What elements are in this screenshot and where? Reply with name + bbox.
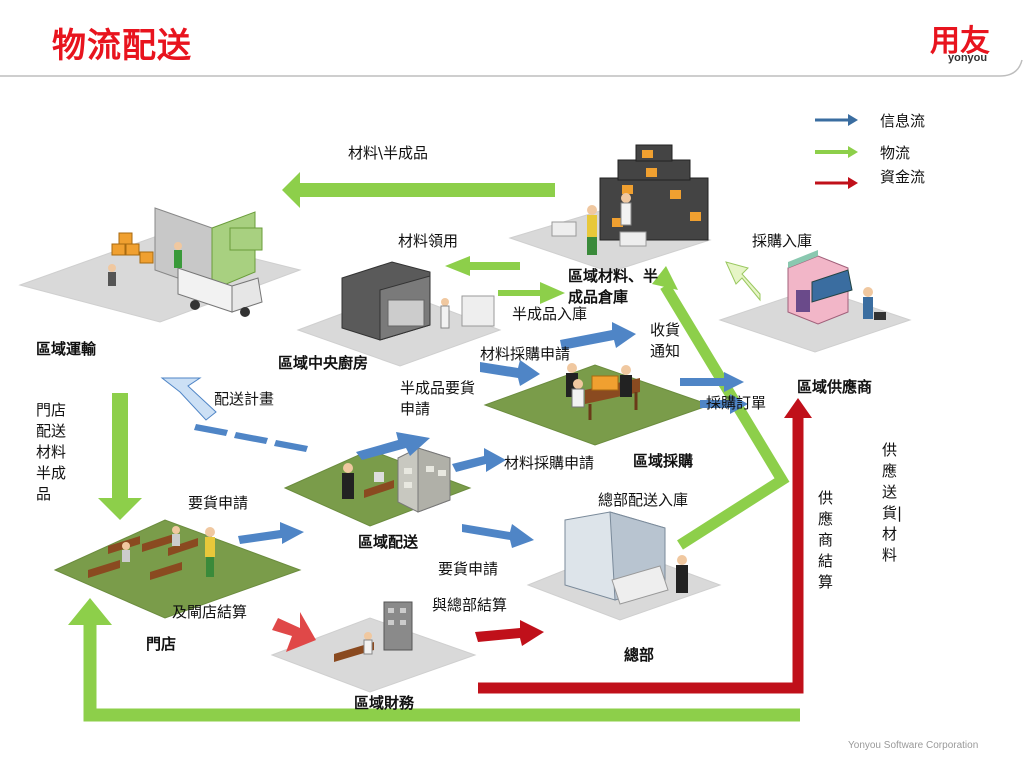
flow-label-hq-settle: 與總部結算 xyxy=(432,596,508,614)
flow-label-store-delivery: 門店配送材料半成品 xyxy=(36,401,67,503)
arrow-finance-to-hq xyxy=(475,620,544,646)
finance-building-icon xyxy=(383,601,413,651)
node-label-finance: 區域財務 xyxy=(354,694,415,712)
businessman-icon xyxy=(620,365,632,397)
arrow-kitchen-to-warehouse xyxy=(498,282,565,304)
flow-label-purchase-order: 採購訂單 xyxy=(706,394,767,412)
arrow-store-settle xyxy=(272,612,316,652)
arrow-material-purchase-req xyxy=(452,448,506,472)
flow-label-material-purchase-req-1: 材料採購申請 xyxy=(480,345,571,363)
arrow-hq-to-supplier-head xyxy=(784,398,812,418)
arrow-transport-to-store xyxy=(98,393,142,520)
node-label-store: 門店 xyxy=(146,635,177,653)
arrow-materials-to-transport xyxy=(282,172,555,208)
legend-info-arrow xyxy=(815,114,858,126)
node-label-kitchen: 區域中央廚房 xyxy=(278,354,369,372)
flow-label-semi-request: 半成品要貨申請 xyxy=(400,379,476,418)
legend-info-label: 信息流 xyxy=(880,112,926,130)
office-building-icon xyxy=(397,447,451,513)
arrow-purchase-order xyxy=(700,394,748,414)
warehouse-shelves-icon xyxy=(599,144,709,241)
arrow-loop-to-store xyxy=(83,625,800,722)
flow-label-store-settle: 及閘店結算 xyxy=(172,603,248,621)
flow-label-material-purchase-req-2: 材料採購申請 xyxy=(504,454,595,472)
legend-funds-arrow xyxy=(815,177,858,189)
flow-label-supplier-ship: 供應送貨|材料 xyxy=(882,441,903,564)
legend-logistics-label: 物流 xyxy=(880,144,911,162)
arrow-loop-to-store-head xyxy=(68,598,112,625)
node-label-hq: 總部 xyxy=(624,646,655,664)
worker-icon xyxy=(440,298,450,329)
flow-label-request-2: 要貨申請 xyxy=(438,560,499,578)
cargo-boxes-icon xyxy=(111,232,154,264)
flow-label-request-1: 要貨申請 xyxy=(188,494,249,512)
node-label-supplier: 區域供應商 xyxy=(797,378,873,396)
arrow-receipt-notice xyxy=(680,372,744,392)
flow-label-hq-delivery-in: 總部配送入庫 xyxy=(598,491,689,509)
supplier-shop-icon xyxy=(787,250,853,325)
kitchen-building-icon xyxy=(341,261,431,341)
flow-label-semi-in: 半成品入庫 xyxy=(512,305,588,323)
arrow-distribution-request xyxy=(462,524,534,548)
page-title: 物流配送 xyxy=(52,26,192,66)
worker-icon xyxy=(122,542,130,562)
paper-stack-icon xyxy=(551,221,647,247)
node-label-distribution: 區域配送 xyxy=(358,533,419,551)
worker-icon xyxy=(587,205,597,255)
arrow-semi-request xyxy=(356,432,430,460)
arrow-warehouse-to-hq xyxy=(660,283,790,550)
flow-label-purchase-in: 採購入庫 xyxy=(752,232,813,250)
dashed-info-line xyxy=(194,424,308,452)
worker-icon xyxy=(172,526,180,546)
flow-label-receipt-notice: 收貨通知 xyxy=(650,321,681,360)
arrow-store-request xyxy=(238,522,304,544)
store-desks-icon xyxy=(88,534,198,580)
arrow-supplier-to-warehouse xyxy=(725,261,761,302)
hq-building-icon xyxy=(564,511,669,605)
businessman-icon xyxy=(571,379,585,408)
worker-icon xyxy=(205,527,215,577)
flow-label-delivery-plan: 配送計畫 xyxy=(214,390,275,408)
platform-finance xyxy=(270,617,477,693)
flow-label-material-pickup: 材料領用 xyxy=(398,232,459,250)
desk-icon xyxy=(364,472,394,498)
node-label-transport: 區域運輸 xyxy=(36,340,97,358)
delivery-truck-icon xyxy=(177,267,263,317)
worker-icon xyxy=(174,242,182,268)
arrow-purchase-req-to-purchase xyxy=(480,360,540,386)
flow-label-materials-semi: 材料\半成品 xyxy=(348,144,429,162)
worker-icon xyxy=(620,193,632,226)
arrow-warehouse-to-kitchen xyxy=(445,256,520,276)
worker-icon xyxy=(863,287,886,320)
arrow-hq-to-supplier xyxy=(478,415,804,694)
businessman-icon xyxy=(676,555,688,593)
footer-copyright: Yonyou Software Corporation xyxy=(848,740,979,751)
legend-logistics-arrow xyxy=(815,146,858,158)
worker-icon xyxy=(108,264,116,286)
node-label-warehouse: 區域材料、半成品倉庫 xyxy=(568,267,659,306)
header-divider xyxy=(0,59,1023,77)
flow-label-supplier-settle: 供應商結算 xyxy=(818,489,834,591)
node-label-purchase: 區域採購 xyxy=(633,452,694,470)
legend-funds-label: 資金流 xyxy=(880,168,926,186)
businessman-icon xyxy=(363,632,373,655)
brand-logo: 用友 xyxy=(930,24,990,59)
arrow-semi-in xyxy=(560,322,636,350)
businessman-icon xyxy=(342,463,354,499)
transport-building-icon xyxy=(154,207,263,291)
arrow-delivery-plan xyxy=(160,377,217,421)
arrow-warehouse-to-hq-head xyxy=(652,266,678,290)
paper-stack-icon xyxy=(461,295,495,327)
brand-logo-subtitle: yonyou xyxy=(948,52,988,64)
